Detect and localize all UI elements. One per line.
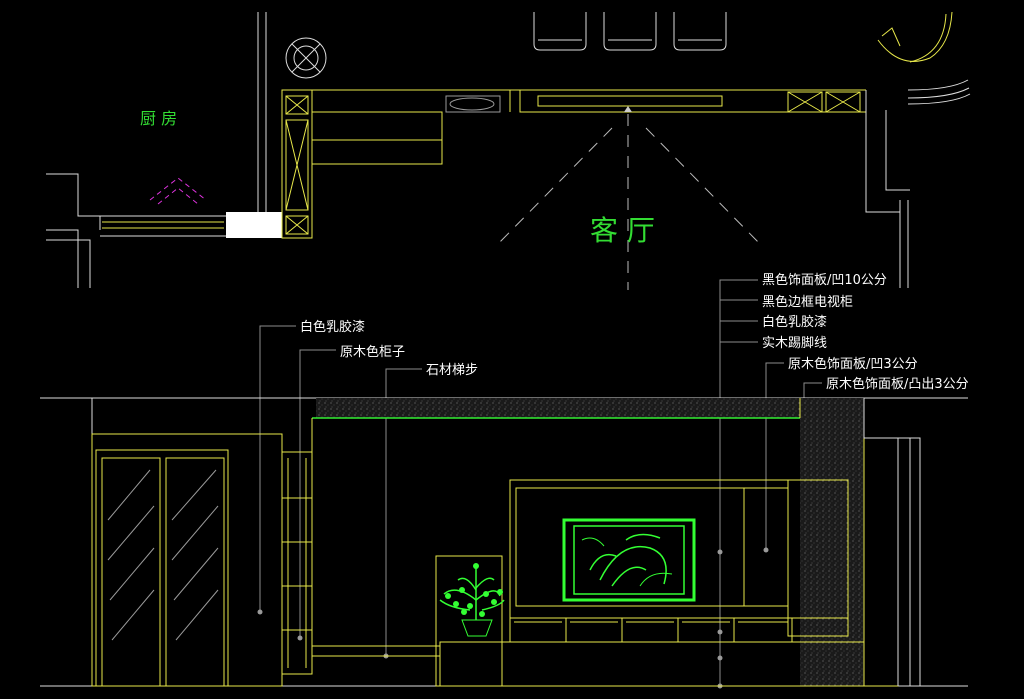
annotation-solid-wood-baseboard: 实木踢脚线 [762, 335, 827, 351]
right-wall [865, 11, 971, 288]
floor-plan: 厨 房 [46, 11, 971, 290]
elevation [40, 397, 968, 687]
tv-screen [562, 518, 696, 602]
annotation-wood-panel-protruding: 原木色饰面板/凸出3公分 [826, 376, 969, 392]
annotation-white-latex-paint-left: 白色乳胶漆 [300, 319, 365, 335]
right-wall-texture [800, 418, 864, 686]
annotation-wood-cabinet: 原木色柜子 [340, 344, 405, 360]
tv-wall [509, 479, 849, 637]
plan-cabinets [281, 89, 866, 239]
viewing-lines [495, 114, 763, 290]
exhaust-fan-icon [285, 37, 327, 79]
annotation-black-frame-tv-cabinet: 黑色边框电视柜 [762, 294, 853, 310]
ceiling-band [316, 398, 864, 418]
leader-lines [257, 279, 822, 689]
left-wall-texture [91, 433, 283, 687]
annotation-stone-step: 石材梯步 [426, 363, 478, 378]
annotation-black-panel: 黑色饰面板/凹10公分 [762, 272, 887, 288]
potted-plant-icon [435, 555, 505, 687]
living-room-label: 客 厅 [590, 214, 655, 247]
kitchen-label: 厨 房 [140, 109, 177, 128]
annotation-wood-panel-recessed: 原木色饰面板/凹3公分 [788, 356, 918, 372]
sofa-seats [533, 12, 727, 51]
annotation-white-latex-paint: 白色乳胶漆 [762, 314, 827, 330]
window-marks [149, 177, 207, 205]
kitchen-walls [46, 12, 267, 288]
wood-cabinet-shelves [281, 451, 313, 675]
annotations: 黑色饰面板/凹10公分 黑色边框电视柜 白色乳胶漆 实木踢脚线 原木色饰面板/凹… [257, 272, 969, 689]
wall-column [226, 212, 282, 238]
tv-cabinet [509, 617, 793, 643]
glass-door [95, 449, 229, 687]
